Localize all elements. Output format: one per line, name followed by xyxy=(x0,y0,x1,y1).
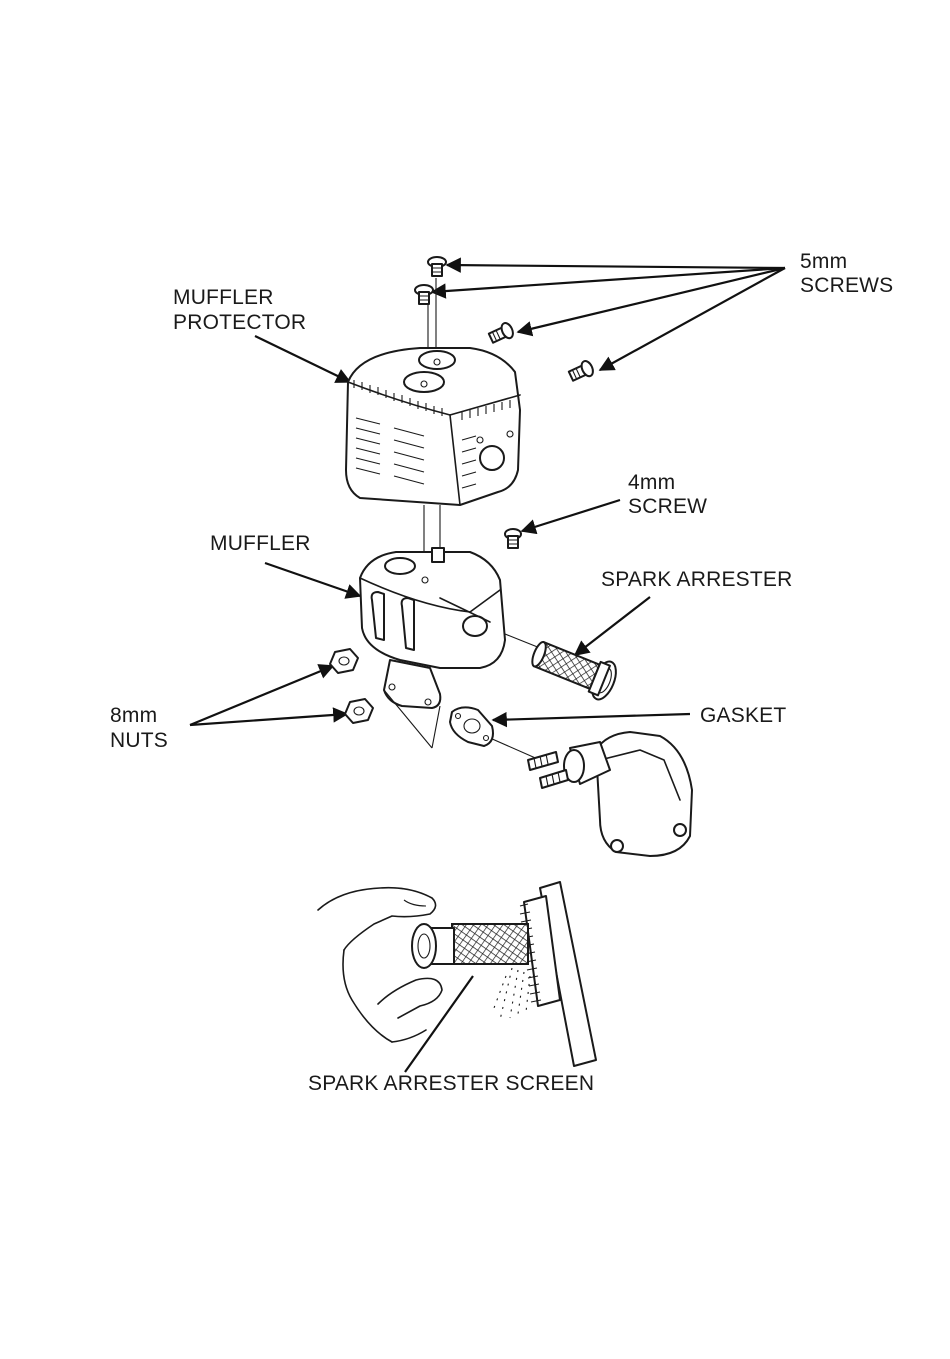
exhaust-studs xyxy=(528,752,568,788)
arrow-4mm-screw xyxy=(522,500,620,531)
screw-4mm xyxy=(505,529,521,548)
screw-5mm-top xyxy=(428,257,446,276)
arrow-5mm-screw-4 xyxy=(600,268,785,370)
leader-spark-arrester-screen xyxy=(405,976,473,1072)
arrow-muffler-protector xyxy=(255,336,350,382)
label-spark-arrester-screen: SPARK ARRESTER SCREEN xyxy=(308,1072,594,1095)
gasket-part xyxy=(450,707,493,746)
label-5mm-screws: 5mm SCREWS xyxy=(800,250,893,297)
debris-dots xyxy=(494,968,530,1020)
label-spark-arrester: SPARK ARRESTER xyxy=(601,568,792,591)
label-8mm-nuts-line1: 8mm xyxy=(110,704,157,727)
arrow-spark-arrester xyxy=(575,597,650,655)
label-muffler-protector-line1: MUFFLER xyxy=(173,286,274,309)
cylinder-head-part xyxy=(528,732,692,856)
label-gasket: GASKET xyxy=(700,704,786,727)
label-5mm-screws-line2: SCREWS xyxy=(800,274,893,297)
screw-5mm-side-2 xyxy=(568,359,596,383)
cleaning-illustration xyxy=(318,882,596,1066)
arrow-5mm-screw-1 xyxy=(447,265,785,268)
brush-part xyxy=(520,882,596,1066)
label-muffler: MUFFLER xyxy=(210,532,311,555)
screen-tube-part xyxy=(412,924,528,968)
screw-5mm-side-1 xyxy=(488,321,516,345)
label-4mm-screw-line2: SCREW xyxy=(628,495,707,518)
arrow-muffler xyxy=(265,563,360,596)
label-4mm-screw: 4mm SCREW xyxy=(628,471,707,518)
nut-8mm-upper xyxy=(330,649,358,673)
label-muffler-protector: MUFFLER PROTECTOR xyxy=(173,286,306,334)
screw-5mm-second xyxy=(415,285,433,304)
nut-8mm-lower xyxy=(345,699,373,723)
arrow-gasket xyxy=(493,714,690,720)
spark-arrester-part xyxy=(527,634,621,703)
label-8mm-nuts-line2: NUTS xyxy=(110,729,168,752)
muffler-protector-part xyxy=(346,348,520,505)
label-5mm-screws-line1: 5mm xyxy=(800,250,847,273)
label-8mm-nuts: 8mm NUTS xyxy=(110,704,168,752)
label-muffler-protector-line2: PROTECTOR xyxy=(173,311,306,334)
label-4mm-screw-line1: 4mm xyxy=(628,471,675,494)
